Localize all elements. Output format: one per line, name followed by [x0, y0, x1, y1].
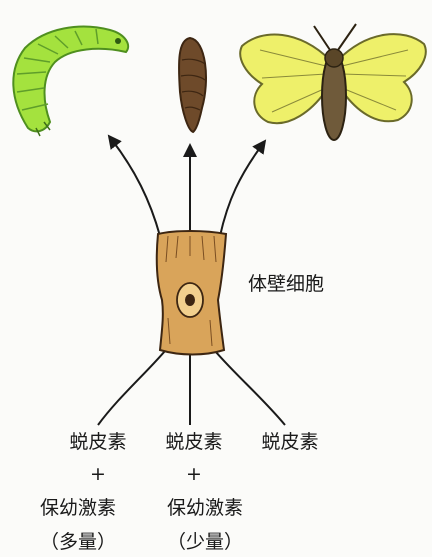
input-2-second: 保幼激素 — [167, 496, 243, 520]
pupa-icon — [179, 38, 206, 132]
line-input-1 — [98, 345, 170, 425]
input-1-amount: （多量） — [40, 530, 116, 554]
input-1-plus: + — [90, 462, 106, 486]
input-1-second: 保幼激素 — [40, 496, 116, 520]
cell-label: 体壁细胞 — [248, 272, 324, 296]
line-input-3 — [210, 345, 285, 425]
arrow-to-larva — [112, 140, 160, 236]
moth-icon — [240, 24, 426, 140]
input-3-hormone: 蜕皮素 — [261, 430, 318, 454]
input-1-hormone: 蜕皮素 — [69, 430, 126, 454]
body-wall-cell-icon — [157, 231, 226, 355]
larva-icon — [13, 27, 128, 136]
input-2-hormone: 蜕皮素 — [165, 430, 222, 454]
input-2-amount: （少量） — [167, 530, 243, 554]
arrow-to-moth — [220, 145, 262, 236]
input-2-plus: + — [186, 462, 202, 486]
